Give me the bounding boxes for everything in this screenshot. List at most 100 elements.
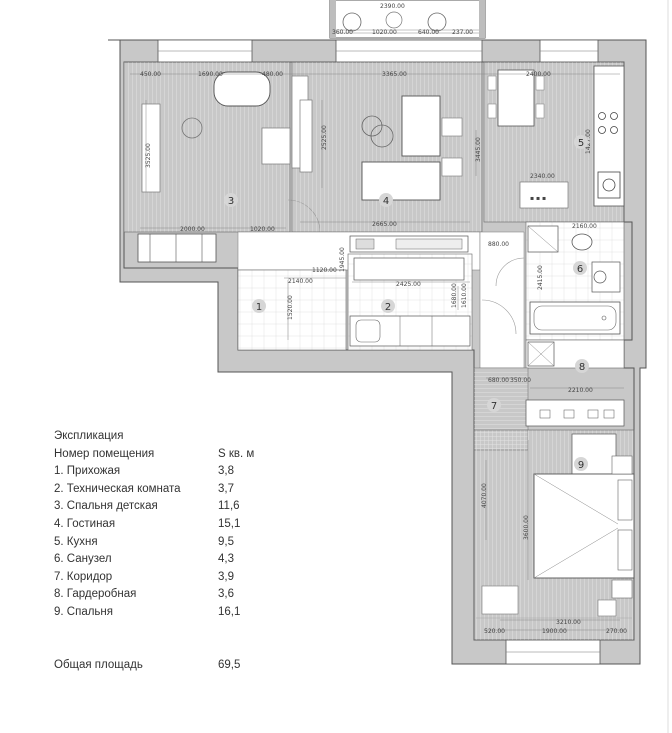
dim-label: 680.00 [488, 377, 509, 384]
explication-table: Экспликация Номер помещения S кв. м 1. П… [54, 428, 314, 674]
coffee-table-icon [370, 124, 394, 148]
dim-label: 520.00 [484, 628, 505, 635]
dim-label: 880.00 [488, 241, 509, 248]
room-marker-7: 7 [487, 398, 501, 412]
dim-label: 4070.00 [481, 483, 488, 508]
dim-label: 2340.00 [530, 173, 555, 180]
room-6 [525, 221, 625, 341]
dim-label: 237.00 [452, 29, 473, 36]
dim-label: 1120.00 [312, 267, 337, 274]
room-marker-3: 3 [224, 193, 238, 207]
room-area: 4,3 [218, 553, 234, 566]
room-label: 3. Спальня детская [54, 500, 158, 513]
room-area: 3,7 [218, 482, 234, 495]
dim-label: 2415.00 [537, 265, 544, 290]
dim-label: 2525.00 [321, 125, 328, 150]
dim-label: 640.00 [418, 29, 439, 36]
room-8 [525, 339, 625, 369]
pouf-icon [181, 117, 203, 139]
dim-label: 2425.00 [396, 281, 421, 288]
explication-header: Номер помещения S кв. м [54, 446, 314, 464]
room-number: 8 [579, 362, 585, 373]
room-number: 3 [228, 196, 234, 207]
room-marker-2: 2 [381, 299, 395, 313]
dim-label: 350.00 [510, 377, 531, 384]
room-3 [123, 61, 321, 263]
bathtub-icon [529, 301, 621, 335]
dim-label: 1020.00 [372, 29, 397, 36]
dim-label: 3365.00 [382, 71, 407, 78]
sink-icon [597, 171, 621, 199]
dimension-labels: 2390.00 360.00 1020.00 640.00 237.00 450… [140, 3, 627, 635]
dim-label: 2400.00 [526, 71, 551, 78]
chair-icon [342, 12, 362, 32]
total-value: 69,5 [218, 658, 241, 671]
cabinet-icon [353, 257, 465, 281]
dim-label: 3210.00 [556, 619, 581, 626]
dim-label: 1610.00 [461, 283, 468, 308]
dim-label: 1520.00 [287, 295, 294, 320]
dim-label: 1680.00 [451, 283, 458, 308]
explication-title: Экспликация [54, 428, 314, 446]
desk-icon [481, 585, 519, 615]
door-swing [481, 299, 517, 335]
dim-label: 1427.00 [585, 129, 592, 154]
bed-icon [141, 103, 161, 193]
dim-label: 2160.00 [572, 223, 597, 230]
svg-text:▪ ▪ ▪: ▪ ▪ ▪ [530, 195, 546, 202]
room-marker-5: 5 [574, 135, 588, 149]
room-area: 3,8 [218, 465, 234, 478]
total-area-row: Общая площадь 69,5 [54, 657, 314, 675]
double-bed-icon [533, 473, 635, 579]
explication-row: 1. Прихожая 3,8 [54, 463, 314, 481]
room-9 [473, 429, 635, 641]
hob-icon [598, 112, 606, 120]
explication-row: 6. Санузел 4,3 [54, 551, 314, 569]
room-number: 4 [383, 196, 389, 207]
room-markers: 3 4 5 1 2 6 8 7 9 [224, 135, 589, 471]
room-area: 11,6 [218, 500, 240, 513]
room-label: 2. Техническая комната [54, 482, 181, 495]
dim-label: 2665.00 [372, 221, 397, 228]
room-marker-1: 1 [252, 299, 266, 313]
hallway [479, 231, 525, 369]
room-area: 9,5 [218, 535, 234, 548]
room-5: ▪ ▪ ▪ [483, 61, 625, 223]
room-label: 1. Прихожая [54, 465, 121, 478]
fridge-icon [519, 181, 569, 209]
sofa-icon [401, 95, 441, 157]
dining-table-icon [497, 69, 535, 127]
dim-label: 360.00 [332, 29, 353, 36]
dimension-lines [130, 29, 624, 631]
closet-icon [525, 399, 625, 427]
room-number: 2 [385, 302, 391, 313]
room-marker-6: 6 [573, 261, 587, 275]
room-label: 6. Санузел [54, 553, 112, 566]
dim-label: 2210.00 [568, 387, 593, 394]
dim-label: 1945.00 [339, 247, 346, 272]
dim-label: 3525.00 [145, 143, 152, 168]
sofa-icon [361, 161, 441, 201]
header-value: S кв. м [218, 447, 255, 460]
room-number: 1 [256, 302, 262, 313]
room-marker-9: 9 [574, 457, 588, 471]
room-label: 8. Гардеробная [54, 588, 137, 601]
wardrobe-icon [137, 233, 217, 263]
dim-label: 3445.00 [475, 137, 482, 162]
desk-icon [261, 127, 291, 165]
room-label: 9. Спальня [54, 605, 113, 618]
dim-label: 1690.00 [198, 71, 223, 78]
room-2 [347, 253, 473, 351]
room-area: 3,9 [218, 570, 234, 583]
explication-title-text: Экспликация [54, 430, 124, 442]
balcony [329, 0, 486, 39]
explication-row: 2. Техническая комната 3,7 [54, 481, 314, 499]
dim-label: 1900.00 [542, 628, 567, 635]
coffee-table-icon [361, 115, 383, 137]
room-number: 9 [578, 460, 584, 471]
